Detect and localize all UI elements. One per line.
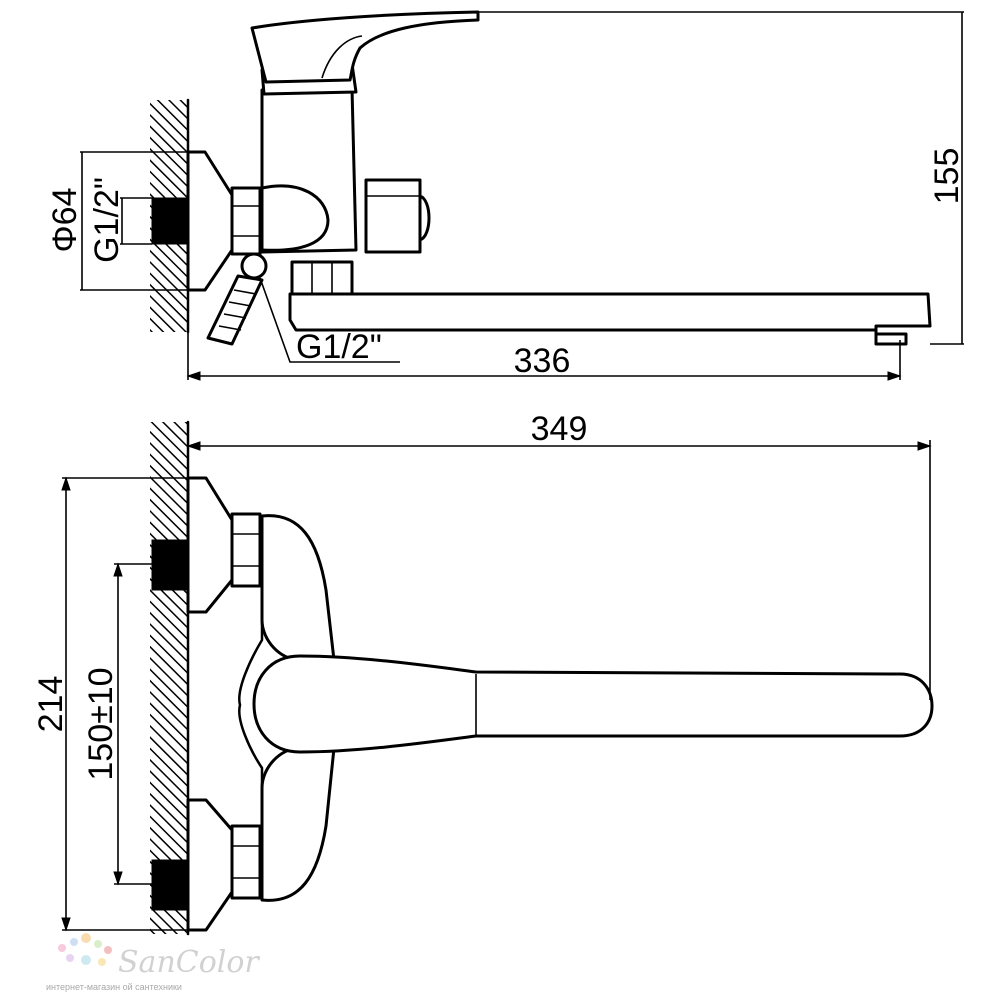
diameter-label: Φ64 bbox=[46, 188, 84, 253]
spout-top bbox=[288, 292, 932, 346]
diverter-top bbox=[260, 184, 330, 252]
sancolor-logo: SanColor интернет-магазин ой сантехники bbox=[46, 933, 260, 992]
side-view: Φ64 G1/2" 155 G1/2" 336 bbox=[46, 10, 966, 381]
eccentric-upper bbox=[186, 476, 234, 614]
eccentric-lower bbox=[186, 798, 234, 932]
center-distance-label: 150±10 bbox=[82, 667, 120, 780]
lever-handle-top bbox=[250, 10, 480, 84]
wall-hatch-bottom bbox=[150, 422, 188, 934]
nut-top bbox=[230, 186, 262, 256]
reach-top-label: 336 bbox=[514, 342, 571, 380]
top-view: 349 214 150±10 bbox=[32, 410, 934, 936]
eccentric-top bbox=[186, 150, 234, 292]
logo-tagline: интернет-магазин ой сантехники bbox=[46, 982, 182, 992]
nut-lower bbox=[230, 824, 262, 900]
inlet-pipe-lower bbox=[151, 859, 187, 911]
logo-brand: SanColor bbox=[118, 945, 260, 980]
outlet-thread-label: G1/2" bbox=[296, 328, 382, 366]
lever-spout-bottom bbox=[252, 654, 934, 754]
nut-upper bbox=[230, 512, 262, 588]
inlet-pipe-upper bbox=[151, 539, 187, 591]
height-label: 155 bbox=[928, 148, 966, 205]
hose-fitting-top bbox=[206, 252, 268, 346]
reach-bottom-label: 349 bbox=[531, 410, 588, 448]
inlet-pipe-top bbox=[151, 197, 187, 245]
total-width-label: 214 bbox=[32, 676, 70, 733]
inlet-thread-label: G1/2" bbox=[88, 177, 126, 263]
shower-nut-top bbox=[290, 260, 354, 296]
mixer-body bbox=[260, 514, 336, 902]
outlet-knob-top bbox=[364, 178, 422, 254]
